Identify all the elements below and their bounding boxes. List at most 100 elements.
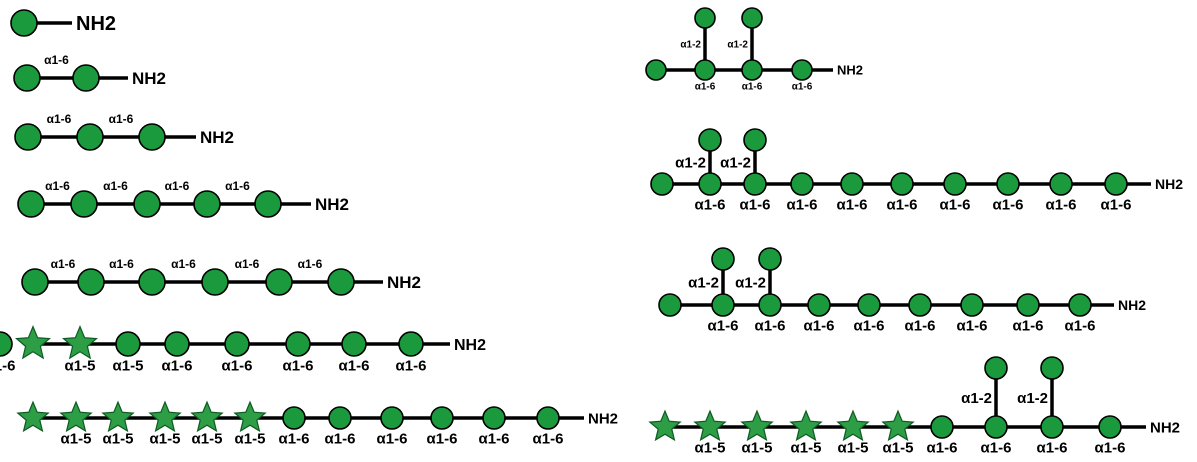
circle-residue-icon [224, 331, 250, 357]
circle-residue-icon [254, 190, 282, 218]
linkage-label: α1-6 [222, 357, 253, 374]
linkage-label: α1-5 [113, 357, 144, 374]
circle-residue-icon [201, 268, 229, 296]
linkage-label: α1-6 [51, 257, 76, 271]
linkage-label: α1-6 [225, 179, 250, 193]
circle-residue-icon [138, 268, 166, 296]
linkage-label: α1-5 [791, 439, 822, 456]
circle-residue-icon [758, 247, 782, 271]
amine-terminal-label: NH2 [837, 63, 863, 78]
linkage-label: α1-6 [109, 112, 134, 126]
linkage-label: α1-6 [695, 82, 716, 93]
circle-residue-icon [741, 7, 763, 29]
circle-residue-icon [984, 356, 1008, 380]
circle-residue-icon [1016, 293, 1040, 317]
circle-residue-icon [1104, 172, 1128, 196]
circle-residue-icon [1068, 293, 1092, 317]
circle-residue-icon [327, 268, 355, 296]
linkage-label: α1-6 [708, 317, 739, 334]
circle-residue-icon [17, 190, 45, 218]
amine-terminal-label: NH2 [1155, 176, 1183, 192]
circle-residue-icon [1040, 356, 1064, 380]
linkage-label: α1-6 [339, 357, 370, 374]
circle-residue-icon [13, 64, 41, 92]
glycan-structure-8: α1-2 α1-2 α1-6 α1-6 α1-6 NH2 [645, 7, 863, 93]
amine-terminal-label: NH2 [76, 13, 116, 35]
circle-residue-icon [138, 123, 166, 151]
star-residue-icon [789, 409, 823, 442]
circle-residue-icon [282, 406, 306, 430]
star-residue-icon [101, 400, 135, 433]
linkage-label: α1-6 [1101, 196, 1132, 213]
star-residue-icon [233, 400, 267, 433]
star-residue-icon [693, 409, 727, 442]
star-residue-icon [148, 400, 182, 433]
linkage-label: α1-6 [755, 317, 786, 334]
linkage-label: α1-6 [1037, 439, 1068, 456]
circle-residue-icon [328, 406, 352, 430]
circle-residue-icon [857, 293, 881, 317]
circle-residue-icon [984, 415, 1008, 439]
star-residue-icon [59, 400, 93, 433]
circle-residue-icon [380, 406, 404, 430]
linkage-label: α1-6 [47, 112, 72, 126]
linkage-label: α1-6 [396, 357, 427, 374]
circle-residue-icon [743, 172, 767, 196]
linkage-label: α1-6 [44, 53, 69, 67]
linkage-label: α1-2 [680, 40, 701, 51]
linkage-label: α1-6 [787, 196, 818, 213]
linkage-label: α1-6 [283, 357, 314, 374]
amine-terminal-label: NH2 [1150, 419, 1180, 436]
star-residue-icon [648, 409, 682, 442]
glycan-structure-1: NH2 [10, 9, 116, 37]
linkage-label: α1-2 [727, 40, 748, 51]
star-residue-icon [16, 400, 50, 433]
linkage-label: α1-2 [688, 274, 719, 291]
circle-residue-icon [536, 406, 560, 430]
circle-residue-icon [265, 268, 293, 296]
circle-residue-icon [72, 64, 100, 92]
linkage-label: α1-5 [103, 430, 134, 447]
linkage-label: α1-6 [279, 430, 310, 447]
circle-residue-icon [10, 9, 38, 37]
linkage-label: α1-6 [940, 196, 971, 213]
linkage-label: α1-6 [993, 196, 1024, 213]
linkage-label: α1-6 [45, 179, 70, 193]
star-residue-icon [190, 400, 224, 433]
linkage-label: α1-6 [927, 439, 958, 456]
linkage-label: α1-5 [838, 439, 869, 456]
linkage-label: α1-2 [961, 390, 992, 407]
linkage-label: α1-6 [792, 82, 813, 93]
linkage-label: α1-6 [165, 179, 190, 193]
circle-residue-icon [164, 331, 190, 357]
amine-terminal-label: NH2 [454, 337, 486, 354]
circle-residue-icon [791, 59, 813, 81]
circle-residue-icon [1098, 415, 1122, 439]
linkage-label: α1-5 [150, 430, 181, 447]
linkage-label: α1-6 [957, 317, 988, 334]
linkage-label: α1-6 [1095, 439, 1126, 456]
linkage-label: α1-6 [742, 82, 763, 93]
circle-residue-icon [840, 172, 864, 196]
circle-residue-icon [790, 172, 814, 196]
linkage-label: α1-6 [533, 430, 564, 447]
circle-residue-icon [14, 123, 42, 151]
circle-residue-icon [698, 172, 722, 196]
linkage-label: α1-6 [1046, 196, 1077, 213]
circle-residue-icon [482, 406, 506, 430]
circle-residue-icon [890, 172, 914, 196]
circle-residue-icon [711, 293, 735, 317]
linkage-label: α1-5 [192, 430, 223, 447]
circle-residue-icon [694, 59, 716, 81]
circle-residue-icon [650, 172, 674, 196]
linkage-label: α1-6 [325, 430, 356, 447]
circle-residue-icon [285, 331, 311, 357]
linkage-label: α1-6 [695, 196, 726, 213]
circle-residue-icon [341, 331, 367, 357]
linkage-label: α1-6 [1065, 317, 1096, 334]
linkage-label: α1-6 [298, 257, 323, 271]
